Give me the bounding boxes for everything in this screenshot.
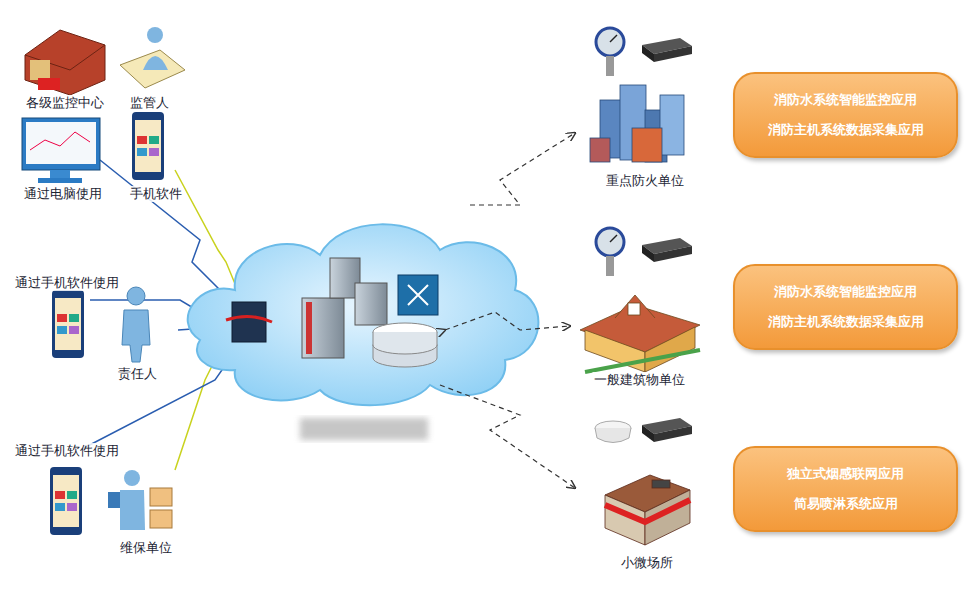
application-box: 消防水系统智能监控应用消防主机系统数据采集应用: [733, 72, 958, 158]
application-text: 简易喷淋系统应用: [794, 489, 898, 519]
unit-label: 维保单位: [119, 540, 173, 556]
site-label: 重点防火单位: [605, 173, 685, 189]
person-label: 责任人: [117, 366, 158, 382]
site-label: 一般建筑物单位: [593, 372, 686, 388]
centre-label: 各级监控中心: [25, 95, 105, 111]
app-label: 手机软件: [129, 186, 183, 202]
application-text: 消防主机系统数据采集应用: [768, 307, 924, 337]
usage-label: 通过手机软件使用: [14, 443, 120, 459]
application-box: 独立式烟感联网应用简易喷淋系统应用: [733, 446, 958, 532]
application-box: 消防水系统智能监控应用消防主机系统数据采集应用: [733, 264, 958, 350]
application-text: 独立式烟感联网应用: [787, 459, 904, 489]
site-label: 小微场所: [620, 555, 674, 571]
usage-label: 通过手机软件使用: [14, 275, 120, 291]
application-text: 消防水系统智能监控应用: [774, 85, 917, 115]
application-text: 消防水系统智能监控应用: [774, 277, 917, 307]
usage-label: 通过电脑使用: [23, 186, 103, 202]
person-label: 监管人: [129, 95, 170, 111]
application-text: 消防主机系统数据采集应用: [768, 115, 924, 145]
